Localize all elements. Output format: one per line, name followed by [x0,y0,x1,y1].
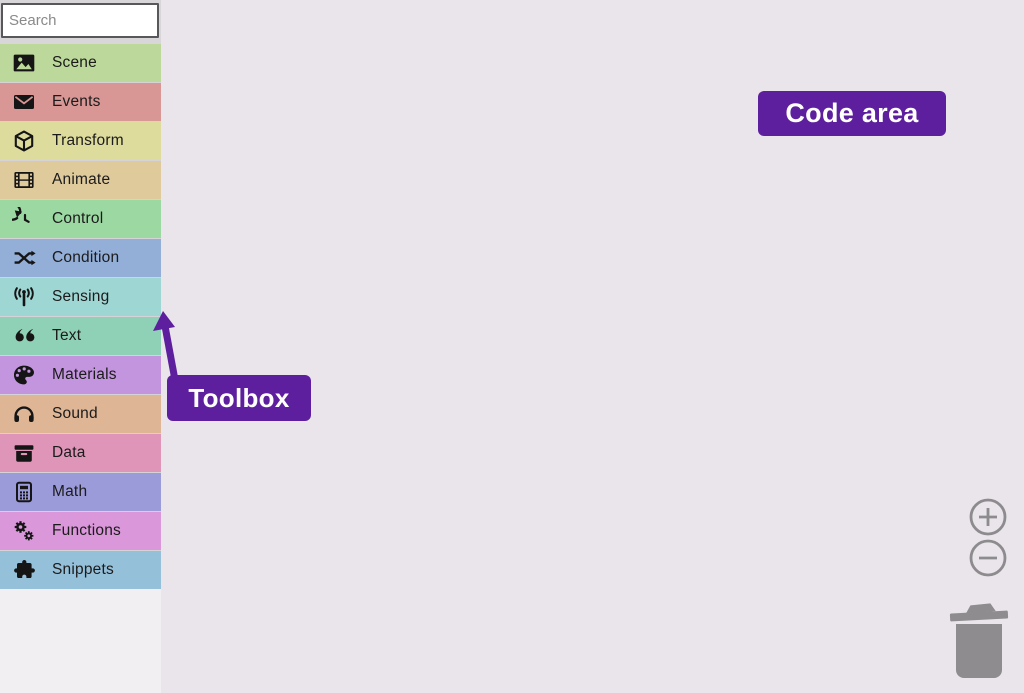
headphones-icon [12,402,36,426]
category-label: Functions [52,522,121,539]
category-label: Math [52,483,88,500]
trash-button[interactable] [944,600,1016,692]
category-label: Transform [52,132,124,149]
history-icon [12,207,36,231]
code-area-annotation-badge: Code area [758,91,946,136]
antenna-icon [12,285,36,309]
category-label: Sensing [52,288,110,305]
puzzle-icon [12,558,36,582]
toolbox-category-math[interactable]: Math [0,473,161,511]
toolbox-category-data[interactable]: Data [0,434,161,472]
plus-icon [979,508,997,526]
quotes-icon [12,324,36,348]
trash-icon [949,603,1009,622]
toolbox-annotation-arrow [153,311,179,381]
zoom-in-button[interactable] [969,498,1007,536]
toolbox-category-sound[interactable]: Sound [0,395,161,433]
category-label: Condition [52,249,120,266]
toolbox-category-control[interactable]: Control [0,200,161,238]
cube-icon [12,129,36,153]
category-label: Data [52,444,86,461]
film-icon [12,168,36,192]
envelope-icon [12,90,36,114]
category-label: Sound [52,405,98,422]
toolbox-category-events[interactable]: Events [0,83,161,121]
category-label: Animate [52,171,111,188]
toolbox-panel: Scene Events Transform Animate Control C… [0,0,161,693]
toolbox-annotation-label: Toolbox [188,382,290,413]
toolbox-category-functions[interactable]: Functions [0,512,161,550]
toolbox-category-sensing[interactable]: Sensing [0,278,161,316]
toolbox-search-bar [0,0,161,44]
toolbox-annotation-badge: Toolbox [167,375,311,421]
toolbox-category-scene[interactable]: Scene [0,44,161,82]
toolbox-category-materials[interactable]: Materials [0,356,161,394]
category-label: Text [52,327,82,344]
toolbox-category-snippets[interactable]: Snippets [0,551,161,589]
box-icon [12,441,36,465]
category-label: Control [52,210,104,227]
gears-icon [12,519,36,543]
category-label: Materials [52,366,117,383]
toolbox-category-text[interactable]: Text [0,317,161,355]
category-label: Snippets [52,561,114,578]
category-label: Scene [52,54,97,71]
image-icon [12,51,36,75]
toolbox-category-animate[interactable]: Animate [0,161,161,199]
category-list: Scene Events Transform Animate Control C… [0,44,161,589]
palette-icon [12,363,36,387]
search-input[interactable] [1,3,159,38]
toolbox-category-transform[interactable]: Transform [0,122,161,160]
calculator-icon [12,480,36,504]
code-area-annotation-label: Code area [785,98,919,128]
toolbox-category-condition[interactable]: Condition [0,239,161,277]
shuffle-icon [12,246,36,270]
category-label: Events [52,93,101,110]
zoom-out-button[interactable] [969,539,1007,577]
